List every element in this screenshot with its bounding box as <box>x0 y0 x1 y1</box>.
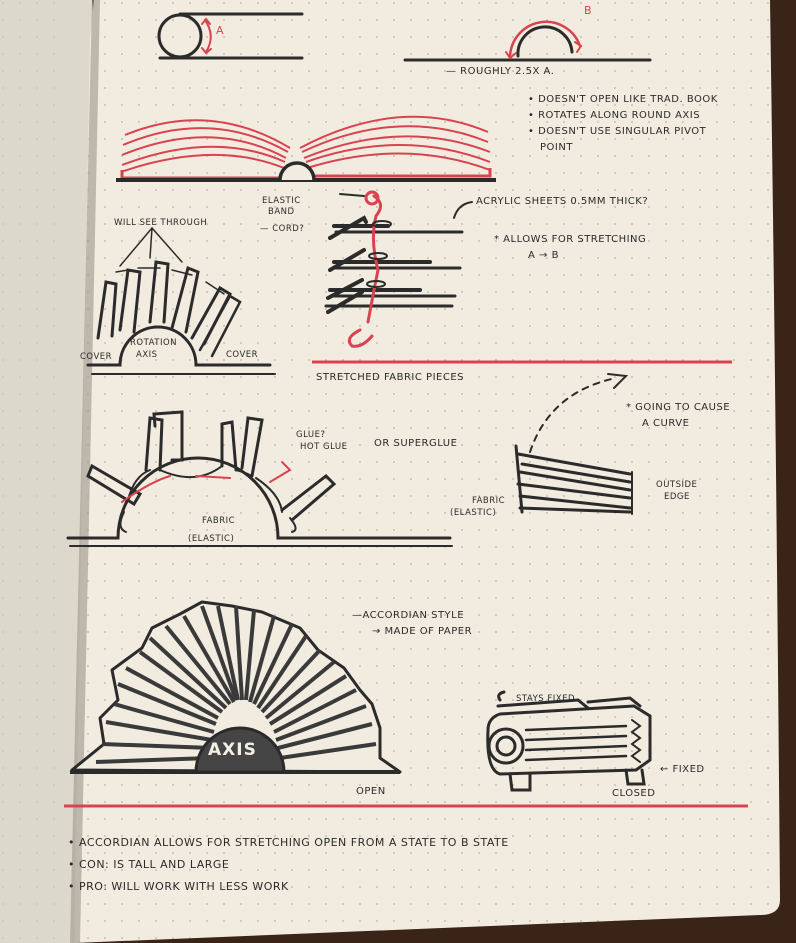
fixed-label: ← Fixed <box>660 764 705 775</box>
sketch-curved-stack <box>514 373 633 515</box>
sketch-arch-a <box>157 12 304 60</box>
sketch-stretched-fabric <box>66 410 453 547</box>
fabric-elastic-right-label-1: Fabric <box>472 496 506 506</box>
left-page-dots <box>0 0 70 943</box>
axis-label: Axis <box>208 740 257 760</box>
fabric-elastic-label-2: (Elastic) <box>188 534 235 544</box>
stretched-fabric-title: Stretched Fabric Pieces <box>316 372 464 383</box>
label-a: A <box>216 24 225 37</box>
summary-note-2: • Con: is tall and large <box>68 858 230 871</box>
accordion-style-label-2: → made of paper <box>372 626 473 637</box>
book-note-1: • Doesn't open like trad. book <box>528 94 718 105</box>
book-note-3: • Doesn't use singular pivot <box>528 126 707 137</box>
summary-note-1: • Accordian allows for stretching open f… <box>68 836 509 849</box>
glue-label-1: Glue? <box>296 430 326 440</box>
rotation-axis-label-2: Axis <box>136 350 158 360</box>
roughly-label: — Roughly 2.5x A. <box>446 66 555 77</box>
right-page-dots <box>74 0 780 943</box>
outside-edge-label-1: Outside <box>656 480 698 490</box>
closed-label: Closed <box>612 788 656 799</box>
stretching-note-2: A → B <box>528 250 559 261</box>
glue-label-2: Hot glue <box>300 442 348 452</box>
book-note-2: • Rotates along round axis <box>528 110 701 121</box>
acrylic-label: Acrylic sheets 0.5mm thick? <box>476 196 649 207</box>
curve-note-1: * Going to cause <box>626 402 731 413</box>
cord-label: — cord? <box>260 224 305 234</box>
curve-note-2: a curve <box>642 418 690 429</box>
open-label: Open <box>356 786 386 797</box>
elastic-band-label-2: band <box>268 207 295 217</box>
sketch-closed-state <box>486 690 652 792</box>
cover-right-label: Cover <box>226 350 259 360</box>
fabric-elastic-label-1: Fabric <box>202 516 236 526</box>
sketch-rotation-axis <box>86 227 276 375</box>
fabric-elastic-right-label-2: (Elastic) <box>450 508 497 518</box>
summary-note-3: • Pro: will work with less work <box>68 880 289 893</box>
cover-left-label: Cover <box>80 352 113 362</box>
sketch-acrylic-sheets <box>324 190 473 348</box>
label-b: B <box>584 4 593 17</box>
accordion-style-label-1: —Accordian style <box>352 610 465 621</box>
spine-shadow <box>70 0 100 943</box>
sketch-arch-b <box>403 20 652 62</box>
sketch-accordion <box>70 600 402 774</box>
book-note-4: point <box>540 142 573 153</box>
elastic-band-label-1: Elastic <box>262 196 301 206</box>
stays-fixed-label: Stays fixed <box>516 694 576 704</box>
rotation-axis-label-1: Rotation <box>130 338 178 348</box>
outside-edge-label-2: edge <box>664 492 690 502</box>
superglue-label: or Superglue <box>374 438 458 449</box>
stretching-note-1: * Allows for stretching <box>494 234 647 245</box>
sketch-open-book <box>116 115 496 182</box>
will-see-through-label: Will see through <box>114 218 208 228</box>
